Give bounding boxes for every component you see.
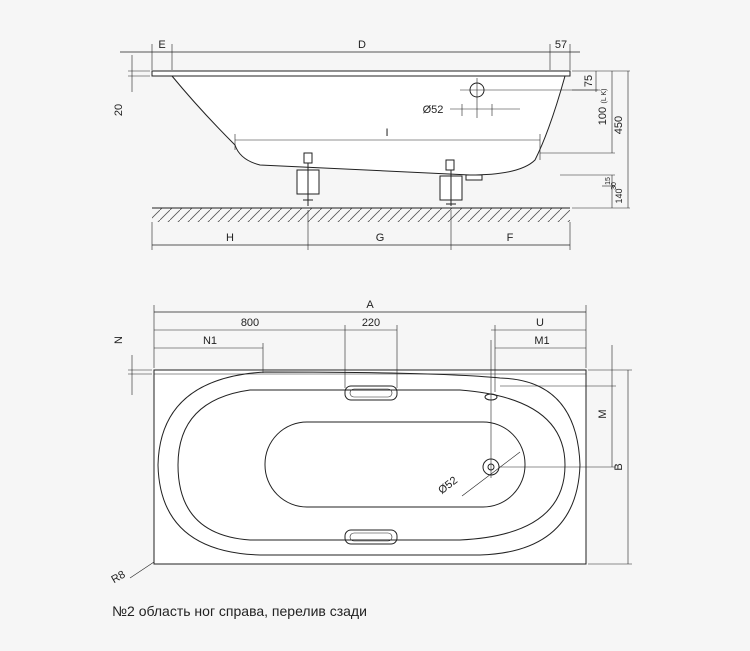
label-lk: (L K)	[601, 89, 608, 104]
drawing-caption: №2 область ног справа, перелив сзади	[112, 603, 367, 619]
label-140: 140	[614, 188, 624, 203]
label-N: N	[113, 336, 125, 344]
leg-left	[296, 152, 320, 206]
label-M: M	[597, 409, 609, 418]
handle-bottom	[344, 529, 398, 545]
label-N1: N1	[203, 335, 217, 347]
label-dia52-side: Ø52	[423, 104, 444, 116]
label-U: U	[536, 317, 544, 329]
label-100: 100	[597, 107, 609, 125]
top-view	[128, 305, 632, 579]
label-H: H	[226, 232, 234, 244]
label-A: A	[366, 299, 374, 311]
label-450: 450	[613, 116, 625, 134]
floor-hatching	[152, 208, 570, 222]
label-20: 20	[113, 104, 125, 116]
label-G: G	[376, 232, 385, 244]
label-M1: M1	[534, 335, 549, 347]
side-view	[120, 44, 630, 250]
drain-side	[465, 174, 483, 181]
side-view-labels: E D 57 20 75 100 (L K) 450 Ø52 I 15 30 1…	[113, 39, 625, 244]
bottom-oval	[264, 421, 526, 508]
tub-body-profile	[170, 75, 566, 176]
outer-bowl	[157, 371, 581, 556]
label-800: 800	[241, 317, 259, 329]
label-I: I	[385, 127, 388, 139]
inner-bowl	[177, 389, 566, 541]
handle-top	[344, 385, 398, 401]
label-B: B	[613, 463, 625, 470]
label-57: 57	[555, 39, 567, 51]
bathtub-technical-drawing: E D 57 20 75 100 (L K) 450 Ø52 I 15 30 1…	[109, 39, 632, 586]
label-R8: R8	[109, 569, 127, 586]
label-15: 15	[605, 177, 612, 185]
label-30: 30	[611, 182, 618, 190]
tub-rim	[151, 70, 571, 77]
leg-right	[439, 159, 463, 206]
label-F: F	[507, 232, 514, 244]
label-220: 220	[362, 317, 380, 329]
label-75: 75	[583, 75, 595, 87]
label-D: D	[358, 39, 366, 51]
label-E: E	[158, 39, 165, 51]
